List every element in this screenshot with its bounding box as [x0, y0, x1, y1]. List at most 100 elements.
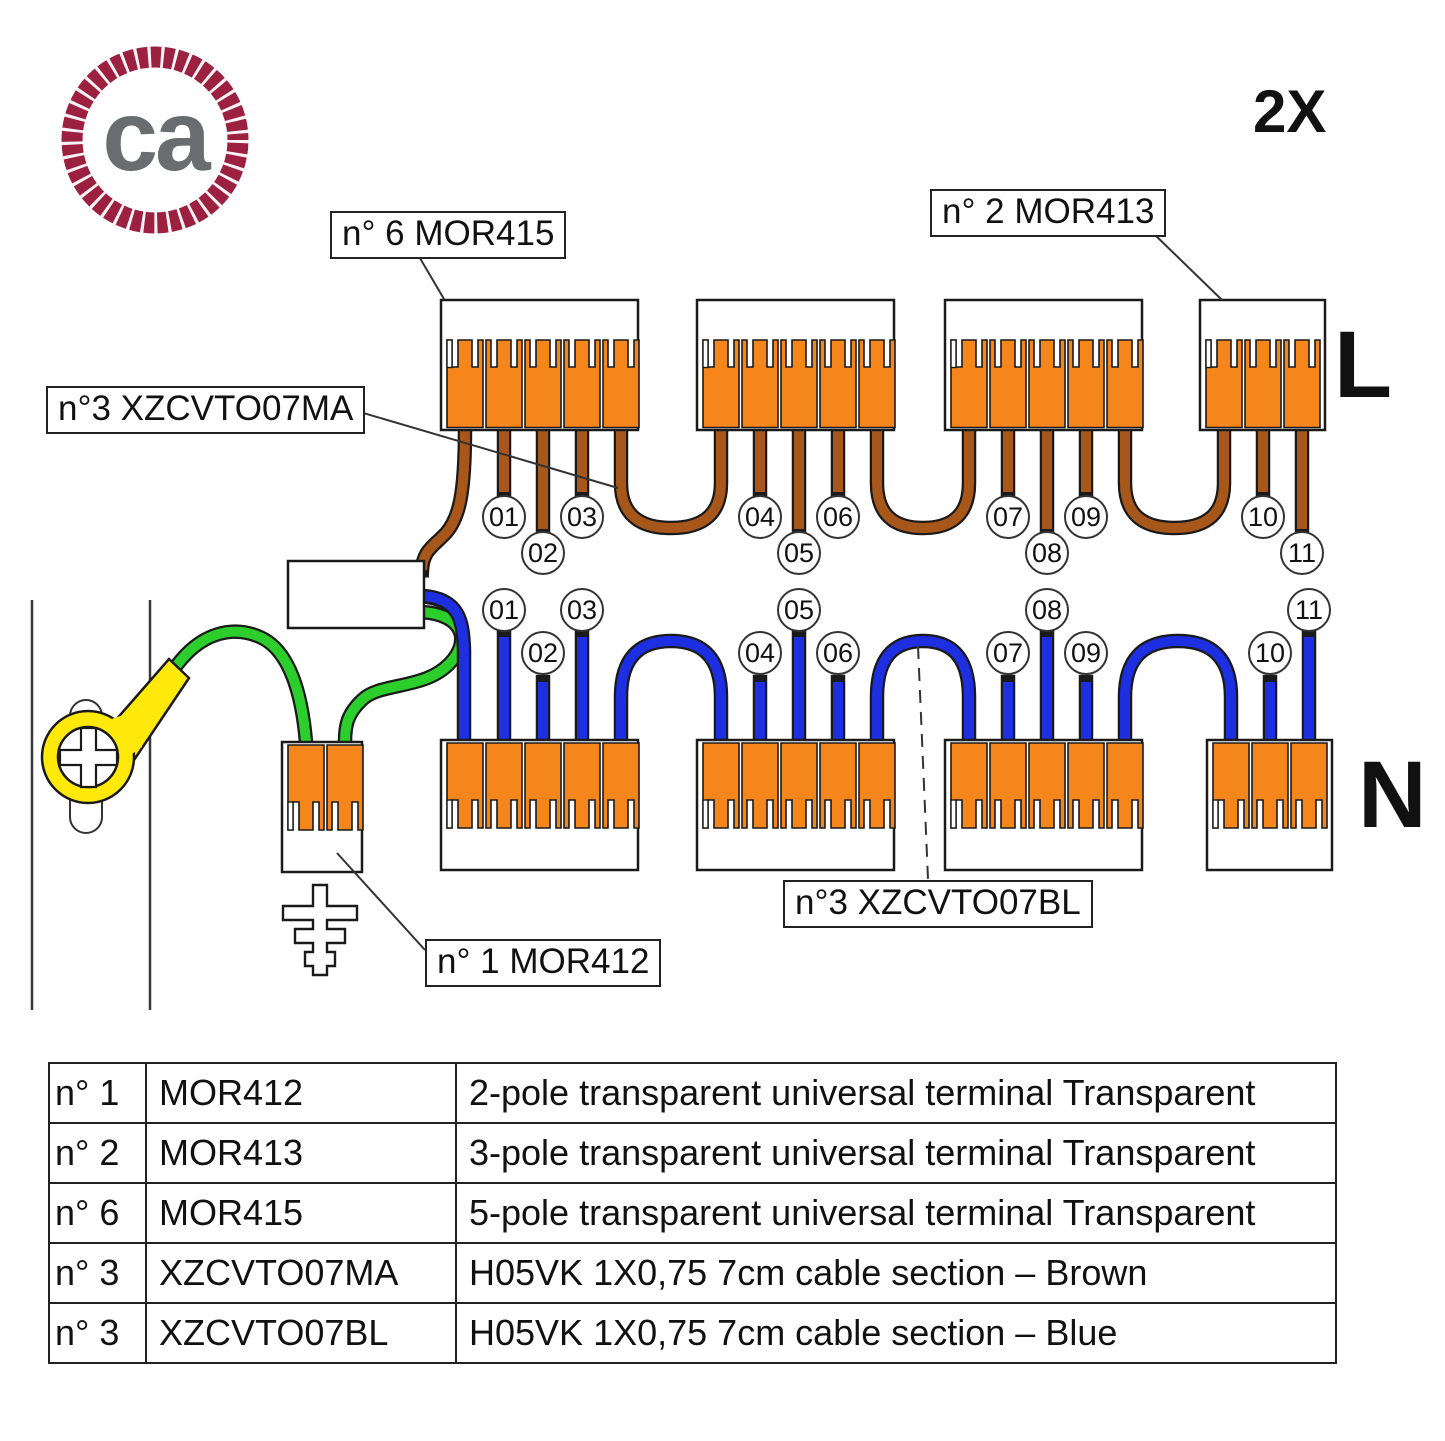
wire-number-badge: 05 [777, 531, 821, 575]
logo-rope-texture [60, 45, 250, 235]
code-cell: MOR415 [145, 1182, 457, 1244]
wire-number-badge: 03 [560, 588, 604, 632]
terminal-block-l1-pole [563, 339, 601, 429]
terminal-block-l2-pole [819, 339, 857, 429]
terminal-block-l1-pole [485, 339, 523, 429]
terminal-block-n3-open-slot [950, 799, 957, 829]
terminal-block-l3-pole [1067, 339, 1105, 429]
terminal-block-n1-pole [563, 742, 601, 829]
brown-loop-wire [1120, 428, 1229, 533]
terminal-block-l3-pole [1106, 339, 1144, 429]
wire-number-badge: 08 [1025, 588, 1069, 632]
wire-number-badge: 07 [986, 631, 1030, 675]
table-row: n° 6 MOR415 5-pole transparent universal… [48, 1182, 1337, 1244]
terminal-block-n4-pole [1251, 742, 1289, 829]
line-row-label: L [1334, 312, 1393, 418]
callout-mor415: n° 6 MOR415 [330, 211, 567, 259]
qty-cell: n° 1 [48, 1062, 147, 1124]
table-row: n° 2 MOR413 3-pole transparent universal… [48, 1122, 1337, 1184]
terminal-block-n3-pole [989, 742, 1027, 829]
qty-cell: n° 6 [48, 1182, 147, 1244]
blue-feed-wire [421, 591, 469, 742]
desc-cell: 3-pole transparent universal terminal Tr… [455, 1122, 1337, 1184]
terminal-block-l3-pole [1028, 339, 1066, 429]
terminal-block-l4-pole [1283, 339, 1321, 429]
wire-number-badge: 09 [1064, 631, 1108, 675]
wire-number-badge: 05 [777, 588, 821, 632]
earth-wire-outline [337, 604, 469, 750]
terminal-block-l4-pole [1244, 339, 1282, 429]
desc-cell: H05VK 1X0,75 7cm cable section – Blue [455, 1302, 1337, 1364]
terminal-block-mor412-pole [326, 744, 364, 831]
callout-cable-blue: n°3 XZCVTO07BL [783, 880, 1093, 928]
wire-number-badge: 06 [816, 495, 860, 539]
code-cell: MOR413 [145, 1122, 457, 1184]
terminal-block-n3-pole [1028, 742, 1066, 829]
leader-line-mor413 [1151, 231, 1223, 301]
neutral-row-label: N [1358, 742, 1427, 848]
terminal-block-l2-pole [741, 339, 779, 429]
wire-number-badge: 10 [1241, 495, 1285, 539]
wire-number-badge: 01 [482, 588, 526, 632]
terminal-block-n1-pole [485, 742, 523, 829]
wire-number-badge: 01 [482, 495, 526, 539]
terminal-block-n4-open-slot [1212, 799, 1219, 829]
brand-logo-text: ca [102, 80, 210, 192]
brown-loop-wire [616, 428, 726, 533]
wire-number-badge: 04 [738, 631, 782, 675]
screw-cross-icon [58, 726, 119, 789]
terminal-block-n4-pole [1290, 742, 1328, 829]
terminal-block-n2-pole [819, 742, 857, 829]
qty-cell: n° 3 [48, 1302, 147, 1364]
qty-cell: n° 3 [48, 1242, 147, 1304]
terminal-block-n2-pole [780, 742, 818, 829]
table-row: n° 3 XZCVTO07BL H05VK 1X0,75 7cm cable s… [48, 1302, 1337, 1364]
terminal-block-n2-pole [741, 742, 779, 829]
blue-loop-wire [616, 636, 726, 742]
callout-mor412: n° 1 MOR412 [425, 939, 662, 987]
terminal-block-l4-open-slot [1205, 339, 1212, 369]
terminal-block-l1-open-slot [446, 339, 453, 369]
terminal-block-l1-pole [524, 339, 562, 429]
code-cell: XZCVTO07BL [145, 1302, 457, 1364]
terminal-block-n1-pole [602, 742, 640, 829]
wire-number-badge: 11 [1287, 588, 1331, 632]
terminal-block-mor412-open-slot [287, 801, 294, 831]
wire-number-badge: 10 [1248, 631, 1292, 675]
desc-cell: H05VK 1X0,75 7cm cable section – Brown [455, 1242, 1337, 1304]
callout-mor413: n° 2 MOR413 [930, 189, 1167, 237]
wire-number-badge: 11 [1280, 531, 1324, 575]
qty-cell: n° 2 [48, 1122, 147, 1184]
wire-number-badge: 04 [738, 495, 782, 539]
terminal-block-l3-open-slot [950, 339, 957, 369]
terminal-block-l3-pole [989, 339, 1027, 429]
terminal-block-l2-pole [780, 339, 818, 429]
earth-symbol-icon [281, 883, 359, 977]
brown-feed-wire [417, 427, 470, 571]
wire-number-badge: 07 [986, 495, 1030, 539]
wire-number-badge: 02 [521, 531, 565, 575]
code-cell: XZCVTO07MA [145, 1242, 457, 1304]
leader-line-cable-blue [917, 645, 929, 880]
wire-number-badge: 06 [816, 631, 860, 675]
wire-number-badge: 02 [521, 631, 565, 675]
wire-number-badge: 03 [560, 495, 604, 539]
code-cell: MOR412 [145, 1062, 457, 1124]
leader-line-cable-brown [342, 406, 619, 489]
leader-line-mor412 [336, 852, 426, 951]
terminal-block-n3-pole [1067, 742, 1105, 829]
blue-loop-wire [1120, 636, 1236, 742]
brown-loop-wire [872, 428, 974, 533]
parts-table: n° 1 MOR412 2-pole transparent universal… [48, 1062, 1337, 1364]
terminal-block-n2-open-slot [702, 799, 709, 829]
table-row: n° 1 MOR412 2-pole transparent universal… [48, 1062, 1337, 1124]
desc-cell: 5-pole transparent universal terminal Tr… [455, 1182, 1337, 1244]
wire-number-badge: 08 [1025, 531, 1069, 575]
terminal-block-n1-open-slot [446, 799, 453, 829]
junction-box [286, 559, 426, 630]
blue-loop-wire [872, 636, 974, 742]
desc-cell: 2-pole transparent universal terminal Tr… [455, 1062, 1337, 1124]
wire-number-badge: 09 [1064, 495, 1108, 539]
earth-wire [167, 626, 311, 743]
